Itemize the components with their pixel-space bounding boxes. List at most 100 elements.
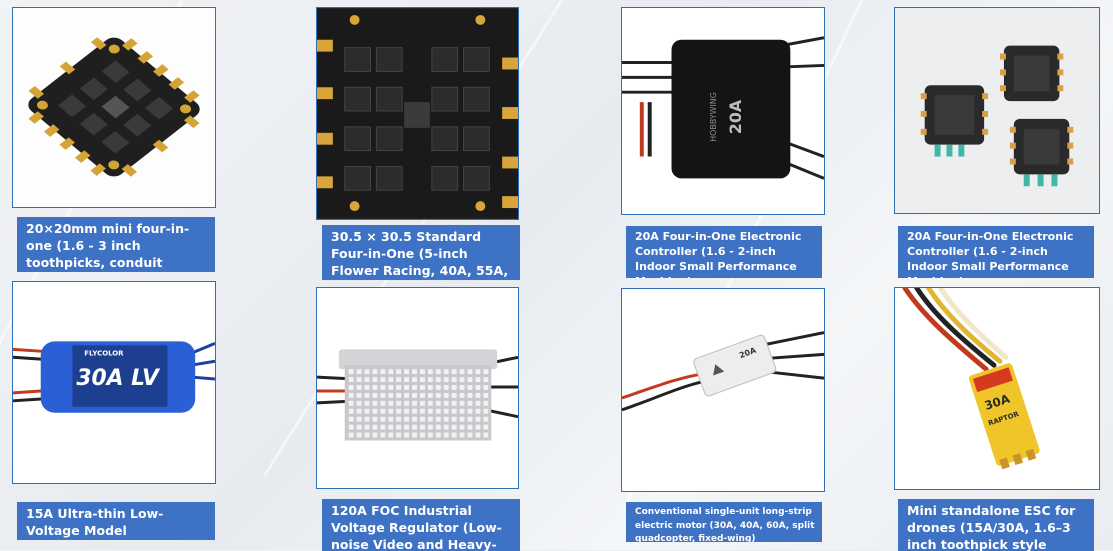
heatsink-fin: [459, 432, 465, 438]
product-caption: Mini standalone ESC for drones (15A/30A,…: [898, 499, 1094, 551]
heatsink-fin: [443, 369, 449, 375]
product-image[interactable]: [894, 7, 1100, 214]
heatsink-fin: [356, 385, 362, 390]
heatsink-fin: [475, 392, 481, 398]
heatsink-fin: [396, 408, 402, 414]
heatsink-fin: [427, 416, 433, 422]
product-image[interactable]: [316, 7, 519, 220]
product-image[interactable]: 20A: [621, 288, 825, 492]
heatsink-fin: [451, 377, 457, 383]
heatsink-fin: [435, 424, 441, 430]
heatsink-fin: [467, 416, 473, 422]
product-caption: 30.5 × 30.5 Standard Four-in-One (5-inch…: [322, 225, 520, 280]
heatsink-fin: [404, 377, 410, 383]
heatsink-fin: [459, 377, 465, 383]
heatsink-fin: [435, 377, 441, 383]
product-caption: 20A Four-in-One Electronic Controller (1…: [626, 226, 822, 278]
heatsink-fin: [443, 377, 449, 383]
heatsink-fin: [475, 369, 481, 375]
heatsink-fin: [364, 408, 370, 414]
heatsink-fin: [356, 416, 362, 422]
heatsink-fin: [459, 416, 465, 422]
heatsink-fin: [435, 369, 441, 375]
heatsink-fin: [459, 424, 465, 430]
product-image[interactable]: [12, 7, 216, 208]
heatsink-fin: [419, 377, 425, 383]
heatsink-fin: [364, 392, 370, 398]
heatsink-fin: [388, 408, 394, 414]
heatsink-fin: [380, 400, 386, 406]
heatsink-fin: [348, 392, 354, 398]
heatsink-fin: [451, 424, 457, 430]
heatsink-fin: [412, 416, 418, 422]
heatsink-fin: [419, 416, 425, 422]
heatsink-fin: [443, 416, 449, 422]
heatsink-fin: [380, 369, 386, 375]
heatsink-fin: [435, 408, 441, 414]
heatsink-fin: [435, 416, 441, 422]
product-image[interactable]: 30A RAPTOR: [894, 287, 1100, 490]
heatsink-fin: [475, 424, 481, 430]
heatsink-fin: [483, 416, 489, 422]
heatsink-fin: [356, 432, 362, 438]
heatsink-fin: [396, 392, 402, 398]
heatsink-fin: [372, 400, 378, 406]
heatsink-fin: [404, 385, 410, 390]
heatsink-fin: [356, 369, 362, 375]
heatsink-fin: [467, 408, 473, 414]
heatsink-fin: [451, 400, 457, 406]
blue-esc-brand: FLYCOLOR: [84, 349, 124, 357]
heatsink-fin: [451, 432, 457, 438]
heatsink-fin: [380, 385, 386, 390]
heatsink-fin: [467, 392, 473, 398]
blue-esc-rating: 30A LV: [76, 366, 161, 391]
heatsink-fin: [372, 385, 378, 390]
product-image[interactable]: 20A HOBBYWING: [621, 7, 825, 215]
heatsink-fin: [388, 424, 394, 430]
heatsink-fin: [459, 408, 465, 414]
heatsink-fin: [388, 392, 394, 398]
heatsink-fin: [364, 369, 370, 375]
product-image[interactable]: FLYCOLOR 30A LV: [12, 281, 216, 484]
heatsink-fin: [459, 385, 465, 390]
heatsink-fin: [443, 408, 449, 414]
heatsink-fin: [372, 408, 378, 414]
heatsink-fin: [356, 400, 362, 406]
heatsink-fin: [459, 400, 465, 406]
heatsink-fin: [396, 369, 402, 375]
heatsink-fin: [364, 400, 370, 406]
product-caption: 120A FOC Industrial Voltage Regulator (L…: [322, 499, 520, 551]
heatsink-fin: [419, 400, 425, 406]
heatsink-fin: [396, 416, 402, 422]
heatsink-fin: [419, 385, 425, 390]
heatsink-fin: [356, 392, 362, 398]
product-caption: 20×20mm mini four-in-one (1.6 - 3 inch t…: [17, 217, 215, 272]
heatsink-fin: [443, 385, 449, 390]
heatsink-fin: [475, 408, 481, 414]
heatsink-fin: [475, 377, 481, 383]
heatsink-fin: [435, 385, 441, 390]
heatsink-fin: [435, 400, 441, 406]
heatsink-fin: [380, 408, 386, 414]
product-caption: 20A Four-in-One Electronic Controller (1…: [898, 226, 1094, 278]
heatsink-fin: [388, 369, 394, 375]
heatsink-fin: [435, 432, 441, 438]
product-image[interactable]: [316, 287, 519, 489]
heatsink-fin: [404, 424, 410, 430]
heatsink-fin: [404, 392, 410, 398]
heatsink-fin: [396, 385, 402, 390]
heatsink-fin: [372, 432, 378, 438]
heatsink-fin: [364, 432, 370, 438]
heatsink-fin: [404, 369, 410, 375]
heatsink-fin: [380, 392, 386, 398]
heatsink-fin: [380, 416, 386, 422]
heatsink-fin: [356, 408, 362, 414]
heatsink-fin: [419, 424, 425, 430]
heatsink-fin: [404, 400, 410, 406]
heatsink-fin: [348, 416, 354, 422]
heatsink-fin: [372, 392, 378, 398]
heatsink-fin: [467, 400, 473, 406]
heatsink-fin: [348, 408, 354, 414]
heatsink-fin: [467, 369, 473, 375]
heatsink-fin: [412, 377, 418, 383]
